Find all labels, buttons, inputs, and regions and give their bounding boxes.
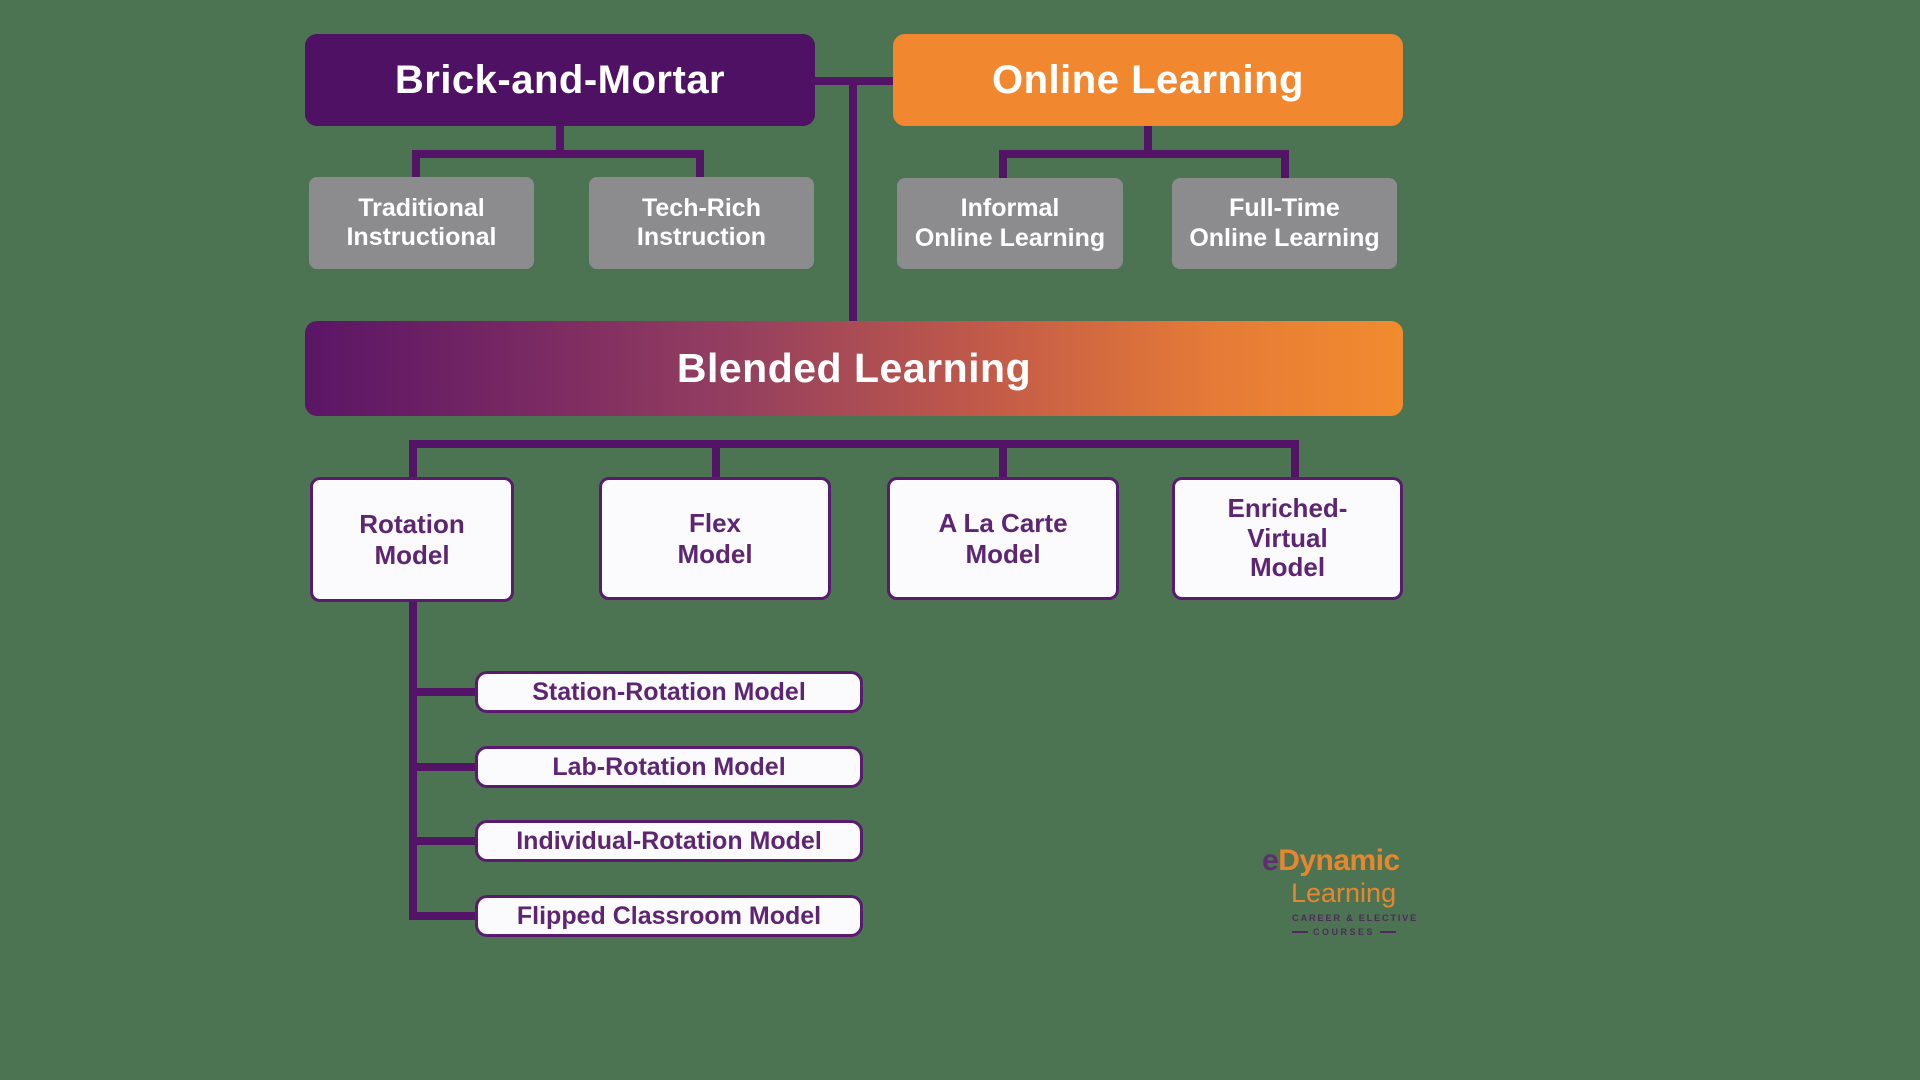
connector-lab-branch bbox=[413, 763, 475, 771]
connector-blended-children-horizontal bbox=[409, 440, 1299, 448]
node-traditional-instructional: Traditional Instructional bbox=[309, 177, 534, 269]
node-online-learning: Online Learning bbox=[893, 34, 1403, 126]
connector-alacarte-stub bbox=[999, 444, 1007, 480]
connector-rotation-stub bbox=[409, 444, 417, 480]
logo-wordmark: eDynamic bbox=[1262, 845, 1422, 877]
connector-online-children-horizontal bbox=[999, 150, 1289, 158]
logo-dash-right bbox=[1380, 930, 1397, 933]
connector-station-branch bbox=[413, 688, 475, 696]
connector-flipped-branch bbox=[413, 912, 475, 920]
node-tech-rich-instruction: Tech-Rich Instruction bbox=[589, 177, 814, 269]
connector-online-stub bbox=[1144, 126, 1152, 154]
node-informal-online-learning: Informal Online Learning bbox=[897, 178, 1123, 269]
node-flex-model: Flex Model bbox=[599, 477, 831, 600]
node-enriched-virtual-model: Enriched- Virtual Model bbox=[1172, 477, 1403, 600]
connector-rotation-vertical bbox=[409, 601, 417, 920]
node-flipped-classroom-model: Flipped Classroom Model bbox=[475, 895, 863, 937]
connector-brick-child-left-stub bbox=[412, 154, 420, 181]
logo-dash-left bbox=[1292, 930, 1308, 933]
node-individual-rotation-model: Individual-Rotation Model bbox=[475, 820, 863, 862]
logo-courses-text: COURSES bbox=[1313, 926, 1376, 937]
node-station-rotation-model: Station-Rotation Model bbox=[475, 671, 863, 713]
connector-online-child-left-stub bbox=[999, 154, 1007, 182]
node-brick-and-mortar: Brick-and-Mortar bbox=[305, 34, 815, 126]
logo-tagline-courses: COURSES bbox=[1292, 926, 1397, 937]
logo-word-learning: Learning bbox=[1291, 877, 1397, 908]
connector-brick-children-horizontal bbox=[412, 150, 704, 158]
node-lab-rotation-model: Lab-Rotation Model bbox=[475, 746, 863, 788]
connector-trunk-to-blended bbox=[849, 77, 857, 323]
logo-word-dynamic: Dynamic bbox=[1278, 844, 1400, 877]
connector-individual-branch bbox=[413, 837, 475, 845]
node-rotation-model: Rotation Model bbox=[310, 477, 514, 602]
node-a-la-carte-model: A La Carte Model bbox=[887, 477, 1119, 600]
connector-flex-stub bbox=[712, 444, 720, 480]
connector-brick-stub bbox=[556, 126, 564, 154]
connector-enriched-stub bbox=[1291, 444, 1299, 480]
node-full-time-online-learning: Full-Time Online Learning bbox=[1172, 178, 1397, 269]
edynamic-learning-logo: eDynamic Learning CAREER & ELECTIVE COUR… bbox=[1262, 845, 1422, 937]
logo-letter-e: e bbox=[1262, 844, 1279, 877]
connector-online-child-right-stub bbox=[1281, 154, 1289, 182]
node-blended-learning: Blended Learning bbox=[305, 321, 1403, 416]
logo-tagline: CAREER & ELECTIVE bbox=[1292, 912, 1418, 924]
connector-brick-child-right-stub bbox=[696, 154, 704, 181]
